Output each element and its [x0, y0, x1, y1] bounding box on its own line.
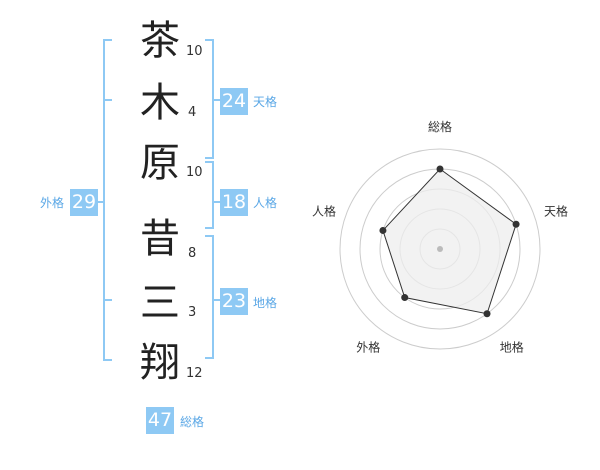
radar-axis-label: 人格 — [312, 203, 336, 218]
jinkaku-value: 18 — [220, 189, 248, 216]
gaikaku-value: 29 — [70, 189, 98, 216]
name-char-1: 茶 — [140, 18, 180, 64]
radar-axis-label: 天格 — [544, 203, 568, 218]
gaikaku-label: 外格 — [40, 196, 65, 210]
radar-axis-label: 地格 — [500, 340, 524, 355]
radar-point — [512, 220, 520, 228]
name-char-4: 昔 — [140, 216, 180, 262]
name-char-3: 原 — [140, 140, 180, 186]
radar-axis-label: 総格 — [428, 119, 452, 134]
radar-point — [379, 226, 387, 234]
radar-center-dot — [437, 246, 443, 252]
name-char-5: 三 — [140, 280, 180, 326]
stroke-count-2: 4 — [188, 105, 197, 120]
radar-point — [401, 294, 409, 302]
jinkaku-label: 人格 — [253, 196, 278, 210]
radar-point — [483, 310, 491, 318]
chikaku-label: 地格 — [253, 296, 278, 310]
chikaku-value: 23 — [220, 288, 248, 315]
stroke-count-5: 3 — [188, 305, 197, 320]
stroke-count-1: 10 — [186, 44, 203, 59]
chikaku-bracket — [205, 235, 214, 359]
radar-series-polygon — [382, 168, 517, 315]
soukaku-value: 47 — [146, 407, 174, 434]
stroke-count-3: 10 — [186, 165, 203, 180]
tenkaku-label: 天格 — [253, 95, 278, 109]
soukaku-label: 総格 — [180, 415, 205, 429]
stroke-count-4: 8 — [188, 246, 197, 261]
name-char-2: 木 — [140, 80, 180, 126]
gaikaku-bracket — [103, 39, 112, 361]
radar-point — [436, 165, 444, 173]
name-char-6: 翔 — [140, 340, 180, 386]
jinkaku-bracket — [205, 161, 214, 229]
tenkaku-value: 24 — [220, 88, 248, 115]
radar-axis-label: 外格 — [356, 340, 380, 355]
stroke-count-6: 12 — [186, 366, 203, 381]
